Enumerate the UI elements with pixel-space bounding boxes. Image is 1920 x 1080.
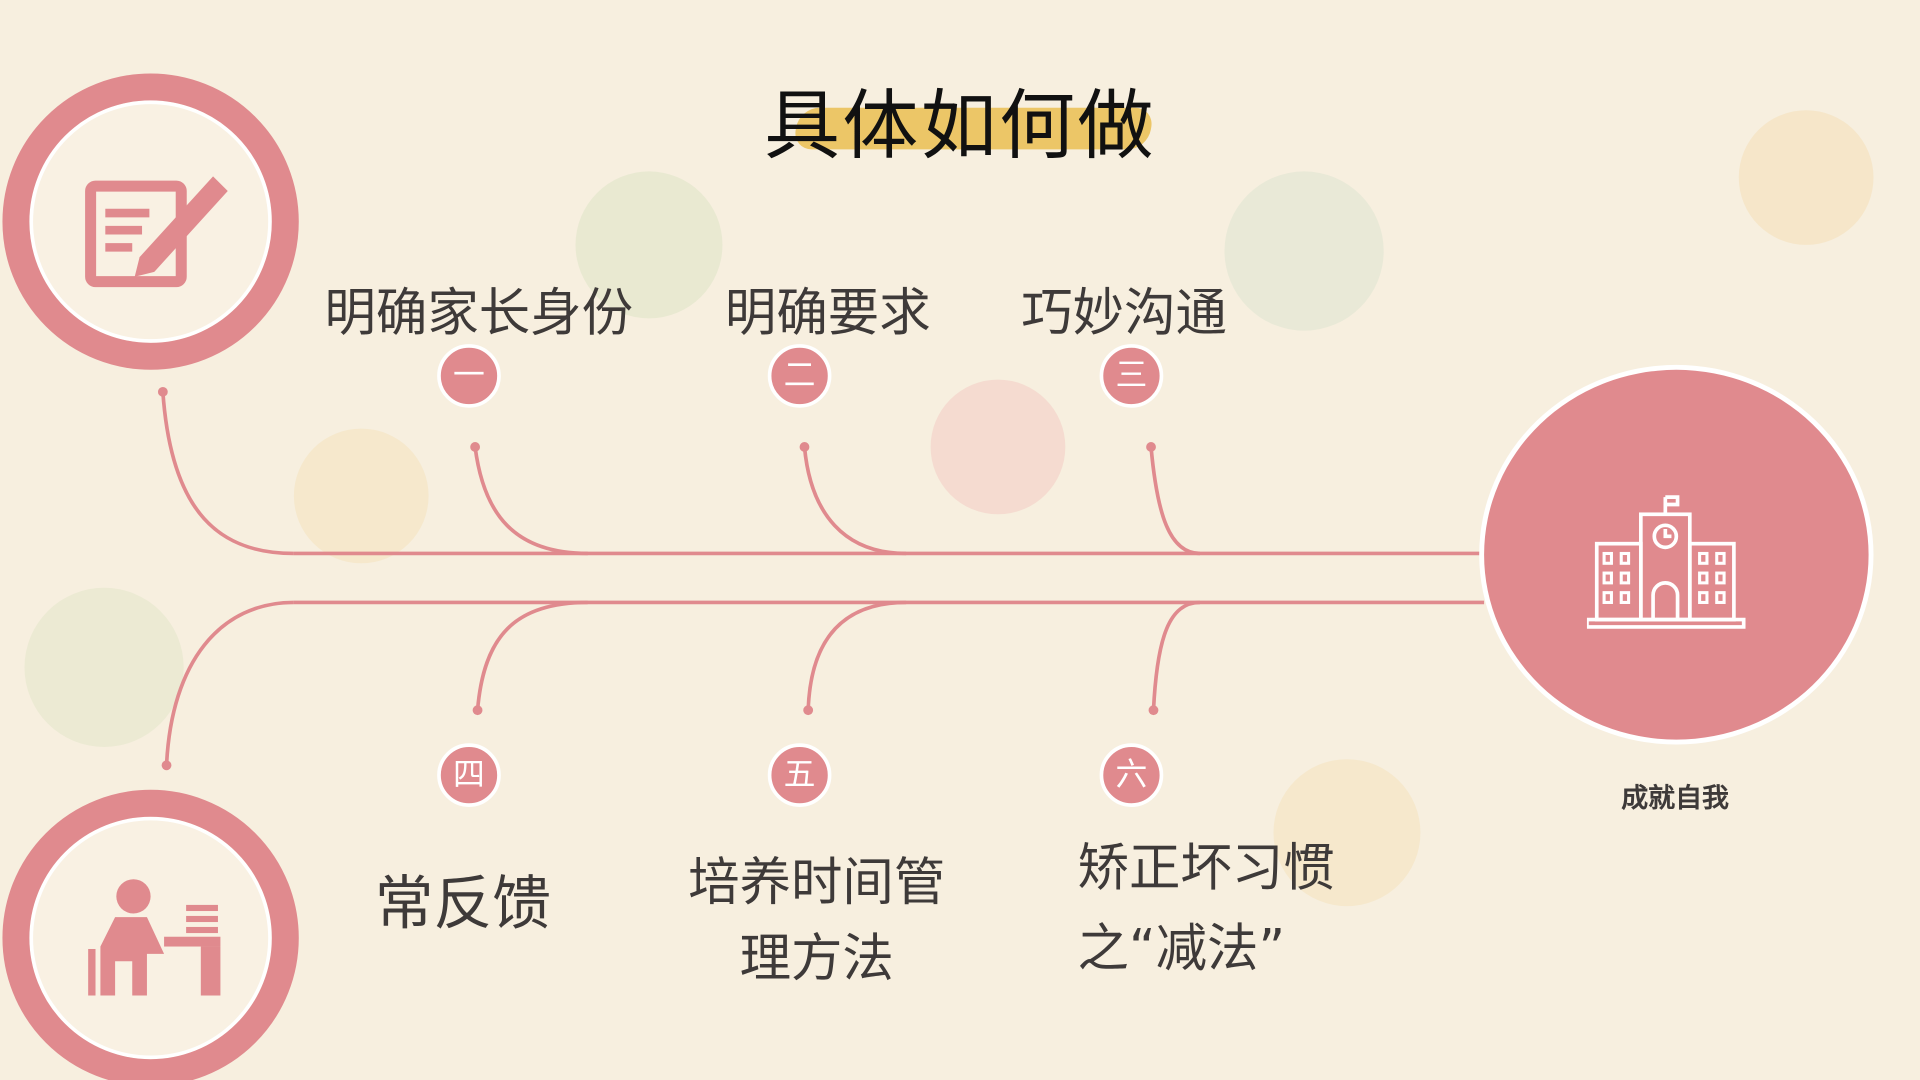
- step-label-5-line2: 理方法: [739, 928, 894, 989]
- notepad-pencil-icon: [85, 176, 228, 288]
- decor-dot: [1224, 171, 1384, 331]
- student-desk-icon: [88, 879, 221, 996]
- page-title: 具体如何做: [764, 80, 1156, 171]
- decor-dot: [1738, 110, 1874, 245]
- step-label-2: 明确要求: [724, 282, 931, 343]
- step-label-6-line2: 之“减法”: [1077, 918, 1286, 979]
- step-label-3: 巧妙沟通: [1021, 282, 1227, 343]
- step-number-6: 六: [1099, 743, 1164, 807]
- branch-line: [806, 600, 907, 711]
- decor-dot: [293, 428, 429, 564]
- decor-dot: [1273, 759, 1421, 907]
- step-number-3: 三: [1099, 344, 1164, 408]
- branch-line: [473, 446, 588, 556]
- branch-line: [475, 600, 588, 711]
- branch-line: [802, 446, 907, 556]
- step-number-5: 五: [767, 743, 832, 807]
- notepad-ring: [2, 73, 299, 370]
- step-label-5: 培养时间管 理方法: [676, 845, 958, 997]
- decor-dot: [575, 171, 723, 319]
- goal-circle: [1479, 364, 1874, 745]
- branch-line: [164, 600, 294, 766]
- decor-dot: [930, 379, 1066, 515]
- goal-caption: 成就自我: [1621, 783, 1729, 815]
- step-number-1: 一: [437, 344, 501, 408]
- step-label-6: 矫正坏习惯 之“减法”: [1078, 828, 1335, 990]
- step-number-4: 四: [437, 743, 501, 807]
- step-number-2: 二: [767, 344, 832, 408]
- step-label-6-line1: 矫正坏习惯: [1077, 837, 1335, 898]
- step-label-5-line1: 培养时间管: [688, 852, 946, 913]
- school-icon: [1586, 495, 1746, 629]
- student-ring: [2, 789, 299, 1080]
- branch-line: [1149, 446, 1201, 556]
- step-label-4: 常反馈: [374, 869, 552, 938]
- decor-dot: [24, 587, 184, 747]
- step-label-1: 明确家长身份: [324, 282, 634, 343]
- branch-line: [1151, 600, 1201, 711]
- branch-line: [161, 391, 294, 556]
